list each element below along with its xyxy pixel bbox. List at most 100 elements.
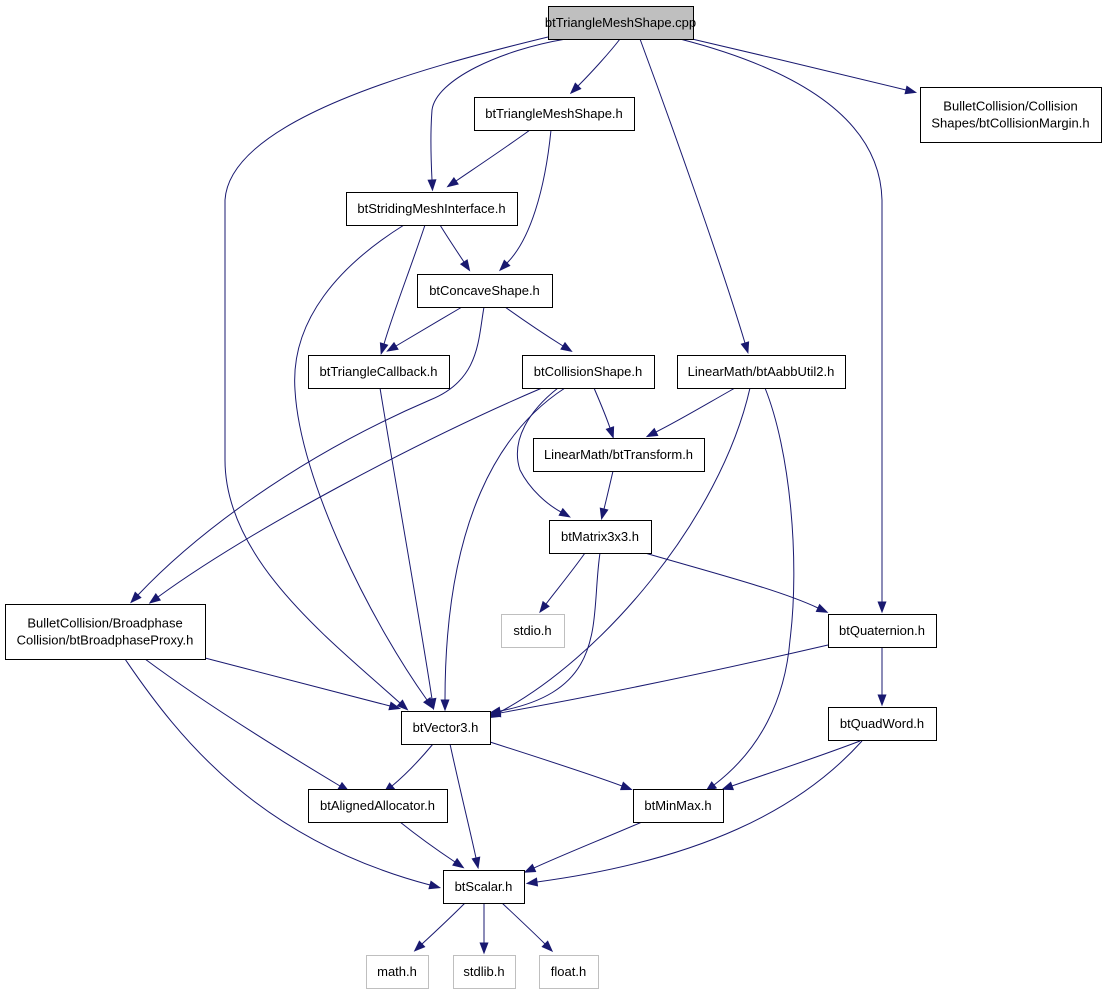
edge-line [455,129,531,182]
edge-line [501,902,546,945]
edge-line [391,743,434,787]
edge-line [444,387,566,701]
edge-line [399,821,456,863]
node-label: stdlib.h [463,964,504,979]
arrowhead [499,259,511,272]
edge-line [395,306,463,347]
node-box [366,955,429,989]
arrowhead [645,427,659,438]
edge-vector-to-scalar [449,743,481,870]
node-margin[interactable]: BulletCollision/CollisionShapes/btCollis… [920,87,1102,143]
node-box [443,870,525,904]
edge-line [713,387,795,786]
edge-line [449,743,477,859]
edge-scalar-to-float [501,902,554,953]
arrowhead [471,856,481,870]
node-box [474,97,635,131]
edge-quat-to-quadword [877,647,887,707]
node-tricb[interactable]: btTriangleCallback.h [308,355,450,389]
edge-line [593,387,611,429]
node-label: btMinMax.h [644,798,711,813]
node-aabb[interactable]: LinearMath/btAabbUtil2.h [677,355,846,389]
edge-line [691,38,907,91]
edge-colshape-to-proxy [148,387,543,604]
edge-line [655,387,736,433]
edge-line [124,658,431,886]
edge-line [497,387,751,714]
edge-vector-to-minmax [489,741,633,791]
arrowhead [459,259,471,272]
node-minmax[interactable]: btMinMax.h [633,789,724,823]
edge-line [224,36,549,704]
node-proxy[interactable]: BulletCollision/BroadphaseCollision/btBr… [5,604,206,660]
edge-aabb-to-transform [645,387,736,438]
node-label: stdio.h [513,623,551,638]
edge-line [439,224,465,263]
edge-tmsh-to-smi [446,129,531,188]
node-box [548,6,694,40]
edge-minmax-to-scalar [523,821,643,873]
edge-alloc-to-scalar [399,821,465,869]
edge-scalar-to-math [413,902,466,952]
edge-quat-to-vector [488,644,829,718]
node-label: LinearMath/btAabbUtil2.h [688,364,835,379]
arrowhead [388,701,402,711]
edge-line [577,38,621,87]
node-colshape[interactable]: btCollisionShape.h [522,355,655,389]
arrowhead [523,863,537,873]
node-root[interactable]: btTriangleMeshShape.cpp [545,6,696,40]
arrowhead [479,942,489,955]
arrowhead [413,940,426,952]
arrowhead [877,601,887,614]
node-label: LinearMath/btTransform.h [544,447,693,462]
arrowhead [877,694,887,707]
node-tmsh[interactable]: btTriangleMeshShape.h [474,97,635,131]
node-box [5,604,206,660]
edge-line [603,470,614,510]
node-label: btVector3.h [413,720,479,735]
node-concave[interactable]: btConcaveShape.h [417,274,553,308]
edge-line [545,552,586,605]
node-box [401,711,491,745]
arrowhead [427,697,437,711]
edge-aabb-to-minmax [704,387,795,792]
edges-layer [124,36,918,955]
edge-matrix-to-quat [644,552,829,613]
node-box [633,789,724,823]
node-label: float.h [551,964,586,979]
node-transform[interactable]: LinearMath/btTransform.h [533,438,705,472]
node-matrix[interactable]: btMatrix3x3.h [549,520,652,554]
node-label: BulletCollision/Broadphase [27,616,182,631]
edge-line [533,821,643,869]
edge-line [644,552,819,609]
arrowhead [428,880,442,890]
node-alloc[interactable]: btAlignedAllocator.h [308,789,448,823]
node-scalar[interactable]: btScalar.h [443,870,525,904]
node-box [920,87,1102,143]
edge-colshape-to-vector [440,387,566,712]
arrowhead [599,507,609,521]
arrowhead [619,781,633,791]
edge-tricb-to-vector [379,387,437,711]
nodes-layer: btTriangleMeshShape.cpp btTriangleMeshSha… [5,6,1102,989]
arrowhead [721,781,735,791]
node-quat[interactable]: btQuaternion.h [828,614,937,648]
node-quadword[interactable]: btQuadWord.h [828,707,937,741]
edge-vector-to-alloc [383,743,434,794]
node-vector[interactable]: btVector3.h [401,711,491,745]
edge-line [536,740,863,883]
arrowhead [560,341,573,353]
edge-root-to-quat [679,38,887,614]
edge-scalar-to-stdlib [479,903,489,955]
node-label: btScalar.h [455,879,513,894]
edge-line [516,387,562,513]
node-label: btQuadWord.h [840,716,924,731]
node-label: btQuaternion.h [839,623,925,638]
edge-tmsh-to-concave [499,129,552,272]
edge-root-to-smi [427,38,567,192]
node-smi[interactable]: btStridingMeshInterface.h [346,192,518,226]
edge-quadword-to-scalar [525,740,863,887]
arrowhead [148,593,162,604]
arrowhead [569,82,582,95]
